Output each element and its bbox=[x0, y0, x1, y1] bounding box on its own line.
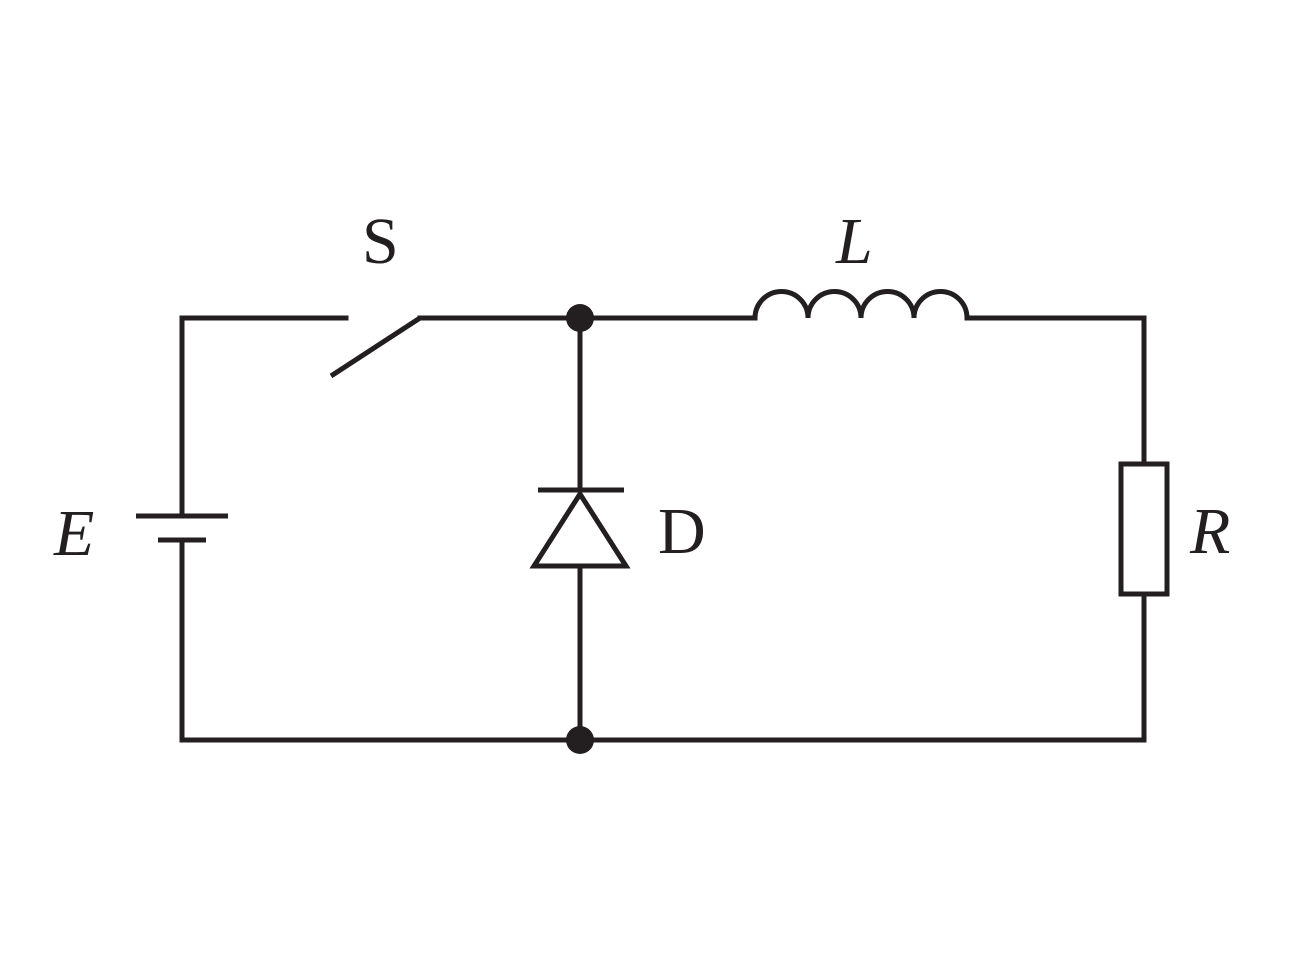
resistor-symbol bbox=[1118, 461, 1170, 597]
junction-dot-top bbox=[566, 304, 594, 332]
switch-symbol bbox=[329, 315, 422, 379]
diode-symbol bbox=[529, 487, 631, 569]
resistor-label: R bbox=[1189, 495, 1230, 568]
switch-label: S bbox=[362, 205, 399, 278]
source-label: E bbox=[53, 497, 94, 570]
battery-symbol bbox=[136, 513, 228, 543]
junction-dot-bottom bbox=[566, 726, 594, 754]
diode-label: D bbox=[658, 495, 706, 568]
inductor-label: L bbox=[835, 205, 873, 278]
inductor-symbol bbox=[752, 289, 970, 319]
